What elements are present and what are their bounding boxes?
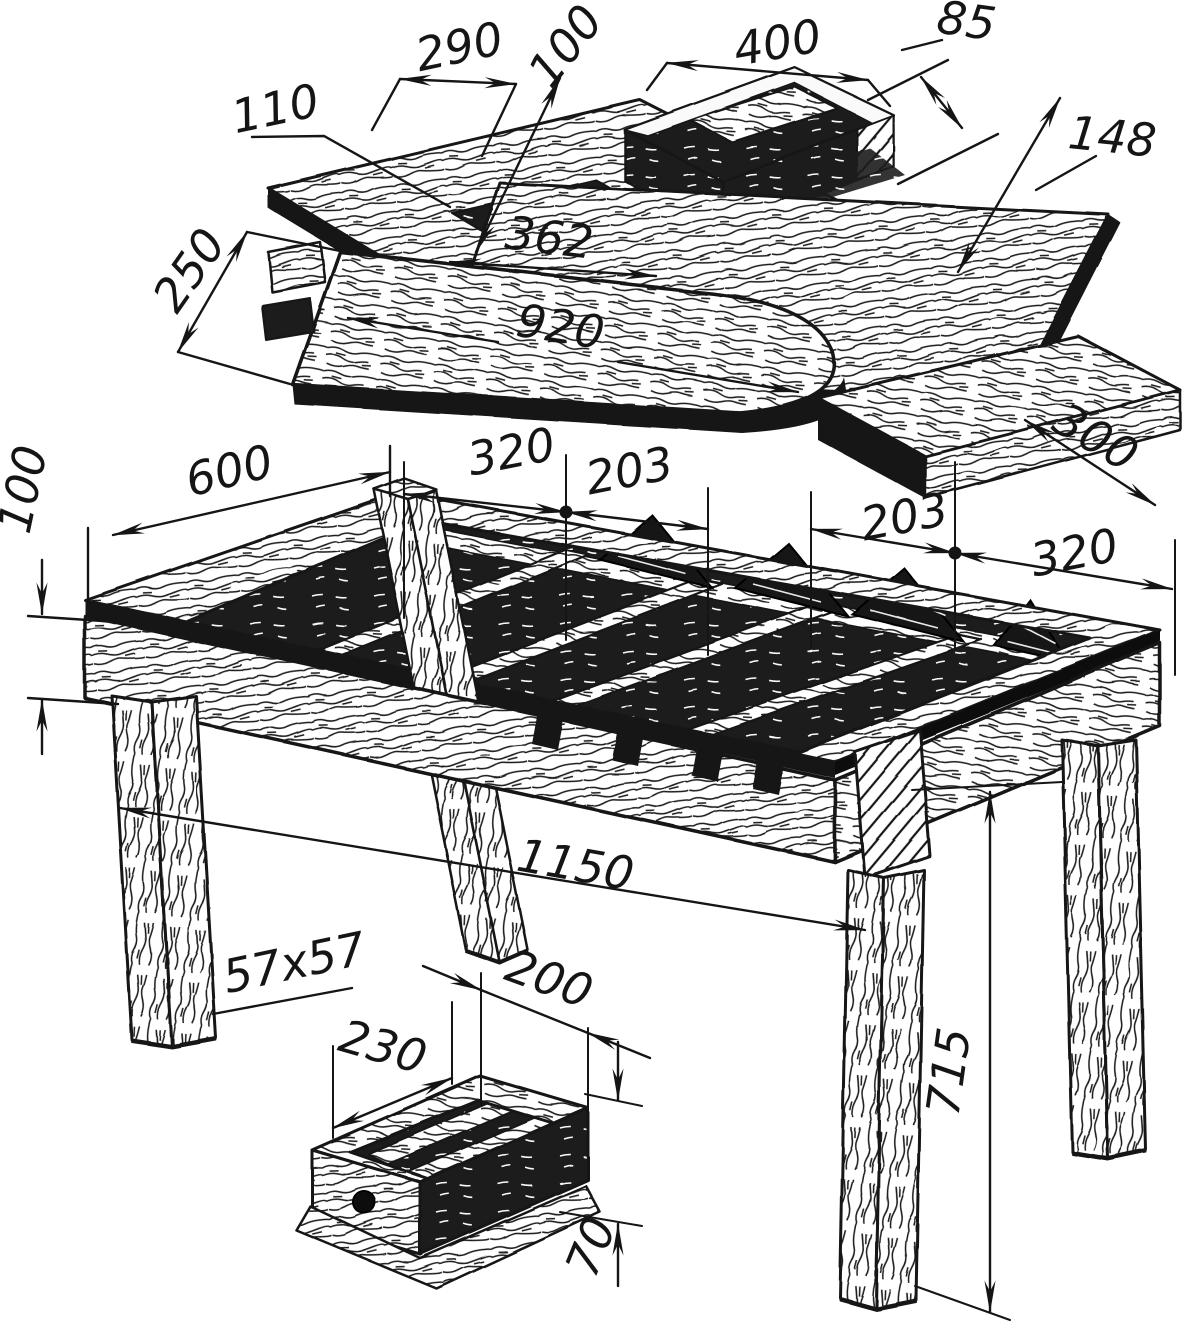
board-tab-bottom [261,297,315,341]
dim-362: 362 [448,205,658,280]
tray-floor [689,86,838,143]
dim-label-148: 148 [1066,105,1159,168]
wood-parts-group [83,66,1182,1312]
drawer-bottom-lip [294,1184,602,1290]
dim-label-85: 85 [934,0,999,51]
corner-post [853,728,932,880]
drawer-side [418,1106,590,1256]
rounded-board [261,240,847,433]
leg-front-right [838,868,926,1312]
drawer-knob [352,1190,376,1214]
dim-label-362: 362 [503,205,597,269]
slat-feet [532,700,786,794]
board-tab-top [266,240,327,294]
dim-label-715: 715 [916,1024,982,1118]
dim-148: 148 [956,96,1159,274]
dim-85: 85 [866,0,999,186]
frame-group [83,476,1162,1312]
dim-715: 715 [911,781,1063,1321]
leg-back-right [1060,738,1148,1162]
drawer-group [294,1074,602,1290]
